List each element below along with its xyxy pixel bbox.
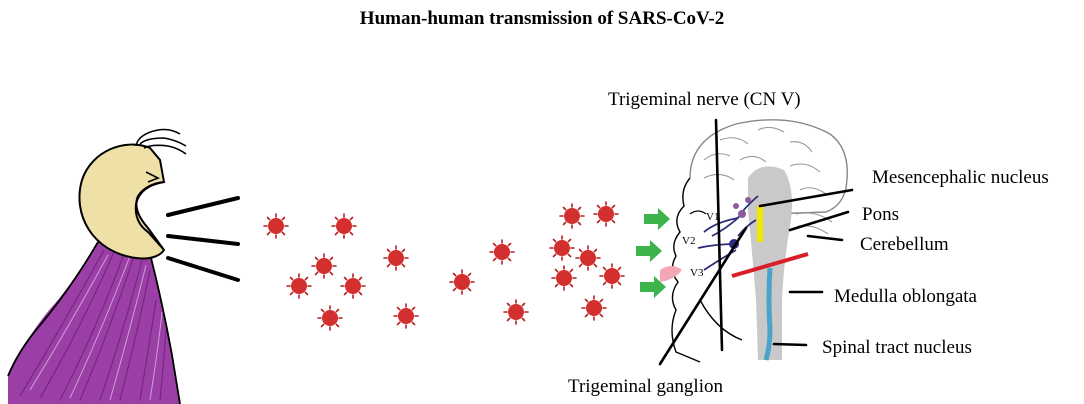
virus-particle	[575, 245, 601, 271]
virus-particle	[489, 239, 515, 265]
virus-particle	[311, 253, 337, 279]
sneezing-person	[7, 128, 240, 404]
label-trigeminal-ganglion: Trigeminal ganglion	[568, 376, 723, 397]
green-arrow-icon	[644, 208, 670, 230]
label-mesencephalic-nucleus: Mesencephalic nucleus	[872, 167, 1049, 188]
virus-particle	[263, 213, 289, 239]
virus-particle	[340, 273, 366, 299]
virus-particle	[551, 265, 577, 291]
purple-body	[7, 241, 181, 404]
virus-particle	[449, 269, 475, 295]
label-medulla-oblongata: Medulla oblongata	[834, 286, 978, 307]
virus-particle	[593, 201, 619, 227]
virus-particle	[317, 305, 343, 331]
figure-title: Human-human transmission of SARS-CoV-2	[359, 8, 725, 29]
label-v1: V1	[706, 211, 719, 223]
spray-lines	[166, 196, 240, 282]
virus-particle	[393, 303, 419, 329]
label-v2: V2	[682, 235, 695, 247]
anatomy-head: V1 V2 V3	[660, 119, 848, 363]
virus-particle	[383, 245, 409, 271]
virus-particle	[286, 273, 312, 299]
green-arrow-icon	[636, 240, 662, 262]
virus-particle	[503, 299, 529, 325]
leader-lines	[658, 118, 854, 366]
label-spinal-tract-nucleus: Spinal tract nucleus	[822, 337, 972, 358]
virus-particle	[549, 235, 575, 261]
virus-particle	[559, 203, 585, 229]
head	[78, 128, 187, 260]
virus-particles	[263, 201, 625, 331]
label-trigeminal-nerve: Trigeminal nerve (CN V)	[608, 89, 801, 110]
label-v3: V3	[690, 267, 704, 279]
inhalation-arrows	[636, 208, 670, 298]
virus-particle	[331, 213, 357, 239]
virus-particle	[599, 263, 625, 289]
label-cerebellum: Cerebellum	[860, 234, 949, 255]
label-pons: Pons	[862, 204, 899, 225]
virus-particle	[581, 295, 607, 321]
